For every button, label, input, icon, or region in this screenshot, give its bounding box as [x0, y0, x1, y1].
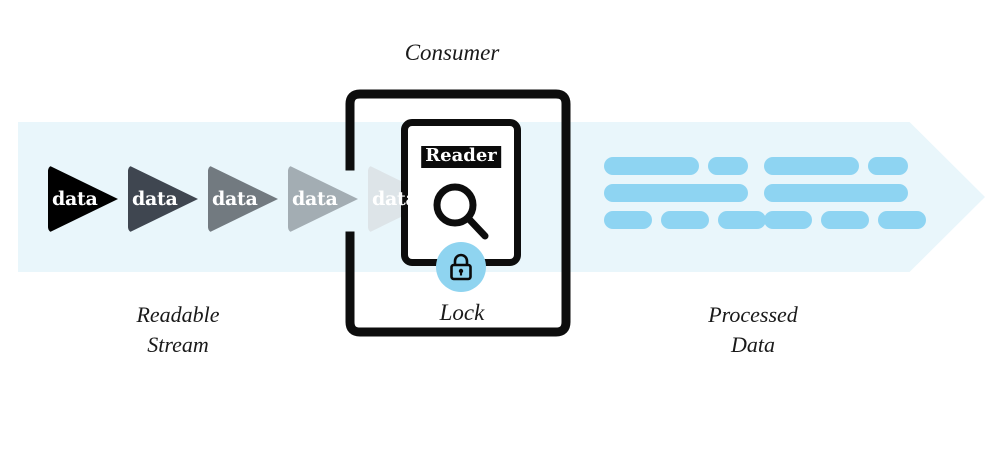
processed-data-bar: [661, 211, 709, 229]
processed-data-row: [764, 184, 926, 202]
data-arrow-label: data: [372, 188, 418, 210]
processed-data-bar: [868, 157, 908, 175]
processed-data-caption: Processed Data: [653, 300, 853, 361]
reader-badge: Reader: [421, 146, 501, 168]
processed-data-bar: [604, 211, 652, 229]
data-arrow: data: [128, 165, 198, 233]
processed-data-row: [604, 157, 766, 175]
data-arrow-label: data: [292, 188, 338, 210]
processed-data-bar: [764, 157, 859, 175]
processed-data-row: [604, 211, 766, 229]
data-arrow-label: data: [212, 188, 258, 210]
processed-data-bar: [878, 211, 926, 229]
consumer-label: Consumer: [404, 40, 500, 65]
processed-data-caption-line1: Processed: [708, 302, 798, 327]
data-arrow: data: [48, 165, 118, 233]
readable-stream-caption-line2: Stream: [147, 332, 209, 358]
processed-data-bar: [708, 157, 748, 175]
processed-data-group: [604, 157, 766, 229]
processed-data-row: [604, 184, 766, 202]
data-arrow-label: data: [132, 188, 178, 210]
processed-data-row: [764, 157, 926, 175]
processed-data-row: [764, 211, 926, 229]
readable-stream-caption: Readable Stream: [78, 300, 278, 361]
processed-data-bar: [604, 184, 748, 202]
processed-data-group: [764, 157, 926, 229]
data-arrow-label: data: [52, 188, 98, 210]
processed-data-bar: [764, 211, 812, 229]
data-arrow: data: [288, 165, 358, 233]
processed-data-caption-line2: Data: [731, 332, 775, 358]
lock-icon[interactable]: [436, 242, 486, 292]
processed-data-bar: [764, 184, 908, 202]
data-arrow: data: [208, 165, 278, 233]
processed-data-bar: [821, 211, 869, 229]
readable-stream-caption-line1: Readable: [136, 302, 220, 327]
consumer-boundary-box: [342, 88, 574, 338]
reader-card[interactable]: Reader: [401, 119, 521, 266]
magnifier-icon: [430, 180, 492, 247]
processed-data-bar: [604, 157, 699, 175]
consumer-boundary-outline: [345, 89, 571, 337]
lock-label: Lock: [439, 300, 485, 325]
processed-data-bar: [718, 211, 766, 229]
